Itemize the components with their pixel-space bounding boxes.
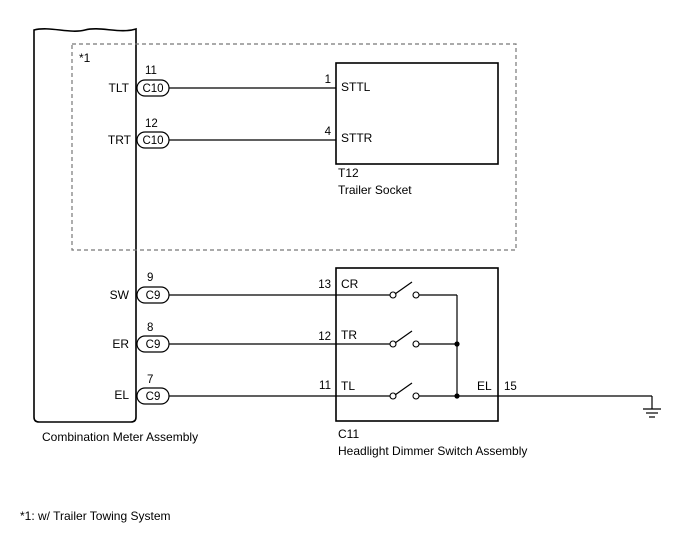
device-terminal-label: STTL: [341, 80, 371, 94]
note-marker: *1: [79, 51, 91, 65]
switch-contact-icon: [336, 281, 457, 299]
meter-terminal-label: SW: [110, 288, 130, 302]
device-pin-number: 13: [318, 279, 331, 291]
device-terminal-label: TR: [341, 328, 357, 342]
device-pin-number: 11: [319, 380, 331, 392]
switch-contact-icon: [336, 382, 498, 400]
junction-dot: [454, 393, 460, 399]
meter-terminal-label: ER: [112, 337, 129, 351]
meter-connector-code: C10: [142, 135, 163, 147]
meter-pin-number: 12: [145, 118, 158, 130]
device-terminal-label: STTR: [341, 131, 373, 145]
junction-dot: [454, 341, 460, 347]
circuit-row-er: ER 8 C9 12 TR: [112, 322, 457, 353]
dimmer-switch-code: C11: [338, 427, 359, 441]
trailer-socket-label: Trailer Socket: [338, 183, 412, 197]
trailer-socket-code: T12: [338, 166, 359, 180]
ground-terminal-label: EL: [477, 379, 492, 393]
device-pin-number: 12: [318, 331, 331, 343]
dimmer-switch-label: Headlight Dimmer Switch Assembly: [338, 444, 527, 458]
device-pin-number: 4: [325, 126, 332, 138]
meter-terminal-label: TRT: [108, 133, 132, 147]
meter-pin-number: 7: [147, 374, 153, 386]
meter-pin-number: 11: [145, 65, 157, 77]
device-pin-number: 1: [325, 74, 331, 86]
device-terminal-label: TL: [341, 379, 355, 393]
meter-pin-number: 8: [147, 322, 153, 334]
trailer-system-boundary: [71, 43, 517, 251]
meter-connector-code: C9: [146, 391, 161, 403]
circuit-row-el: EL 7 C9 11 TL: [114, 374, 498, 405]
trailer-socket-box: [335, 62, 499, 165]
meter-pin-number: 9: [147, 272, 153, 284]
meter-terminal-label: TLT: [109, 81, 130, 95]
meter-connector-code: C10: [142, 83, 163, 95]
device-terminal-label: CR: [341, 277, 359, 291]
ground-symbol-icon: [643, 396, 661, 418]
meter-connector-code: C9: [146, 339, 161, 351]
meter-assembly-outline: [33, 27, 137, 423]
meter-assembly-label: Combination Meter Assembly: [42, 430, 198, 444]
meter-terminal-label: EL: [114, 388, 129, 402]
meter-connector-code: C9: [146, 290, 161, 302]
circuit-row-trt: TRT 12 C10 4 STTR: [108, 118, 373, 149]
circuit-row-sw: SW 9 C9 13 CR: [110, 272, 457, 304]
circuit-row-tlt: TLT 11 C10 1 STTL: [109, 65, 371, 97]
footnote: *1: w/ Trailer Towing System: [20, 509, 171, 523]
ground-pin-number: 15: [504, 381, 517, 393]
switch-contact-icon: [336, 330, 457, 348]
